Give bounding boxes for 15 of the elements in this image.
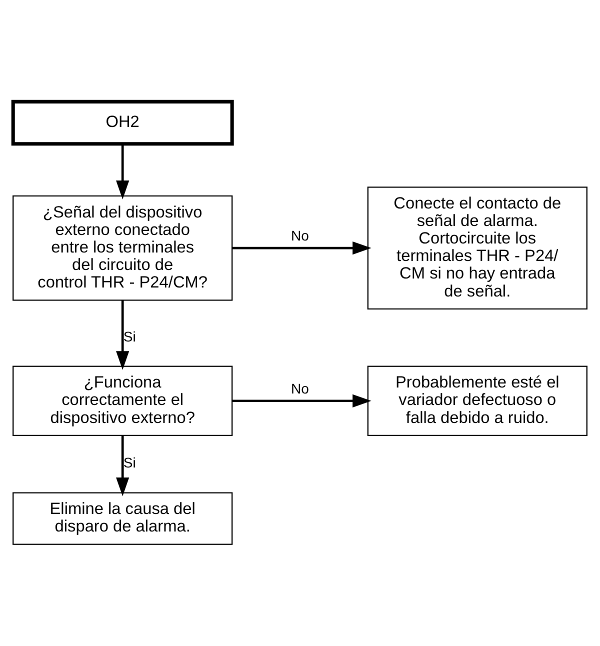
- edge-label: No: [291, 380, 309, 396]
- edge-label: Si: [123, 454, 136, 471]
- edge-label: No: [291, 228, 309, 244]
- node-box: ¿Señal del dispositivo externo conectado entre los terminales del circuito de control THR - P24/CM?: [12, 195, 233, 301]
- arrow: [232, 394, 372, 408]
- node-box: Conecte el contacto de señal de alarma. Cortocircuite los terminales THR - P24/ CM si no hay entrada de señal.: [367, 186, 588, 310]
- node-box: OH2: [11, 100, 234, 146]
- node-box: Elimine la causa del disparo de alarma.: [12, 492, 233, 545]
- node-box: Probablemente esté el variador defectuoso o falla debido a ruido.: [367, 366, 588, 436]
- edge-label: Si: [123, 328, 136, 344]
- arrow: [116, 436, 130, 496]
- arrow: [116, 300, 130, 370]
- arrow: [232, 242, 372, 255]
- arrow: [116, 144, 130, 200]
- node-box: ¿Funciona correctamente el dispositivo externo?: [12, 366, 233, 436]
